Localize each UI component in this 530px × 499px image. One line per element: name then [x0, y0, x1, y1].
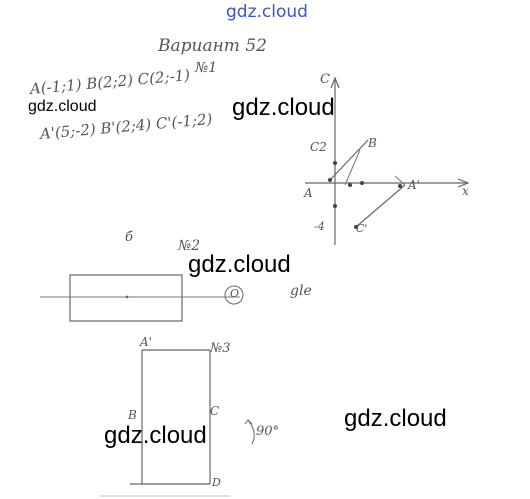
task2-label: №2 — [178, 238, 201, 254]
graph-point-c: C' — [356, 222, 368, 235]
task3-point-c: C — [210, 404, 220, 418]
task3-point-d: D — [212, 476, 221, 489]
task2-rectangle — [69, 274, 183, 322]
graph-y-axis-label: C — [320, 72, 330, 87]
task3-point-b: B — [128, 408, 137, 422]
task3-angle: 90° — [256, 424, 280, 439]
segment-a-b — [329, 139, 369, 181]
segment-b-c — [344, 149, 361, 186]
watermark-small-left: gdz.cloud — [28, 98, 97, 115]
watermark-top: gdz.cloud — [226, 2, 308, 22]
task3-label: №3 — [210, 341, 231, 356]
segment-extra — [394, 175, 406, 186]
variant-title: Вариант 52 — [158, 36, 267, 56]
graph-point-a: A — [304, 186, 313, 200]
task2-circle-shape — [224, 285, 244, 305]
watermark-center-mid: gdz.cloud — [188, 251, 291, 278]
watermark-bottom-left: gdz.cloud — [104, 422, 207, 449]
x-axis-arrow — [457, 178, 470, 188]
task2-letter: б — [125, 230, 133, 245]
watermark-center-top: gdz.cloud — [232, 94, 335, 121]
watermark-bottom-right: gdz.cloud — [344, 405, 447, 432]
graph-point-b: B — [368, 136, 377, 150]
y-axis-arrow — [330, 76, 340, 89]
graph-x-axis-label: x — [462, 184, 469, 198]
graph-point-neg4: -4 — [314, 220, 325, 233]
graph-point-c2: C2 — [310, 140, 327, 154]
task1-label: №1 — [195, 60, 218, 76]
task2-circle-label: O — [230, 287, 240, 300]
segment-c-a — [355, 184, 406, 228]
task2-side-label: gle — [290, 283, 312, 299]
graph-point-a-prime: A' — [408, 178, 420, 192]
task3-point-a: A' — [140, 335, 152, 349]
